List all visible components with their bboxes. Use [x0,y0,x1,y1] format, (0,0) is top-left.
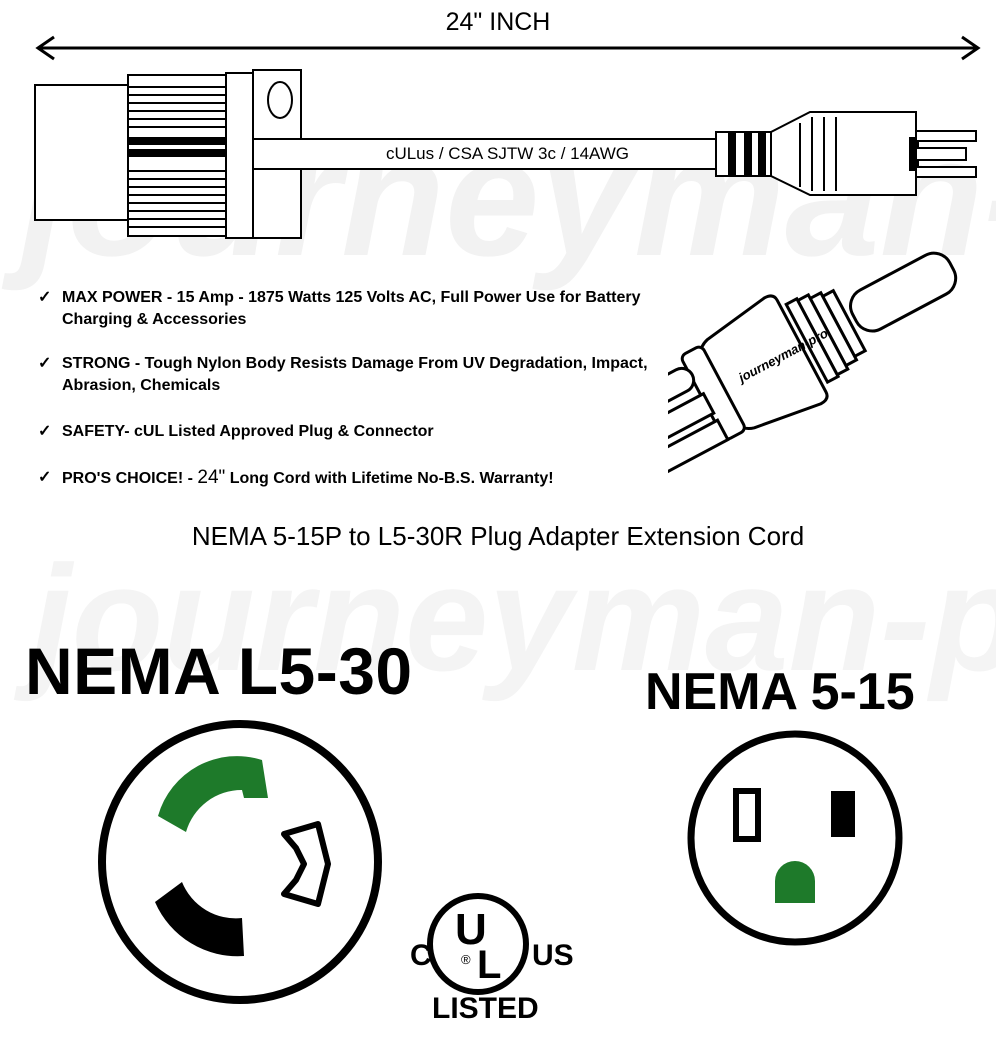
neutral-slot [733,788,761,842]
check-icon: ✓ [38,469,52,486]
feature-text: STRONG - Tough Nylon Body Resists Damage… [62,355,648,394]
ul-l-letter: L [477,943,501,987]
plug-ground-pin [668,366,696,425]
feature-safety: ✓ SAFETY- cUL Listed Approved Plug & Con… [38,421,698,443]
feature-strong: ✓ STRONG - Tough Nylon Body Resists Dama… [38,353,698,397]
receptacle-outline [687,730,903,946]
product-caption: NEMA 5-15P to L5-30R Plug Adapter Extens… [191,521,805,551]
plug-cable [849,251,958,333]
check-icon: ✓ [38,423,52,440]
hot-slot [281,821,331,907]
cord-spec-label: cULus / CSA SJTW 3c / 14AWG [385,144,630,163]
cord-length-label: 24" INCH [445,8,551,36]
ul-registered-mark: ® [461,952,471,967]
hot-slot [831,791,855,837]
plug-prong-bottom [915,166,977,178]
dimension-arrow [35,35,981,61]
plug-blade-1 [668,391,716,456]
plug-prong-ground [915,147,967,161]
cord-drawing [34,69,977,239]
check-icon: ✓ [38,289,52,306]
connector-collar [225,72,254,239]
ul-c-letter: C [410,939,432,972]
nema-5-15-title: NEMA 5-15 [645,663,915,721]
check-icon: ✓ [38,355,52,372]
plug-illustration: journeyman-pro [668,251,958,482]
feature-prefix: PRO'S CHOICE! - [62,470,198,487]
nema-l5-30-receptacle [98,720,382,1004]
plug-ribs [784,288,868,385]
ground-slot [775,861,815,903]
nema-5-15-receptacle [687,730,903,946]
feature-text: SAFETY- cUL Listed Approved Plug & Conne… [62,423,434,440]
ul-u-letter: U [455,905,487,954]
ul-us-letters: US [532,939,574,972]
connector-face [34,84,129,221]
clip-hole [267,81,293,119]
feature-text: PRO'S CHOICE! - 24" Long Cord with Lifet… [62,467,698,490]
ul-listed-text: LISTED [432,992,539,1025]
feature-suffix: Long Cord with Lifetime No-B.S. Warranty… [225,470,554,487]
plug-body [770,111,917,196]
ul-circle [427,893,529,995]
feature-text: MAX POWER - 15 Amp - 1875 Watts 125 Volt… [62,289,641,328]
cul-listed-mark: C U L ® US LISTED [410,893,574,1025]
feature-max-power: ✓ MAX POWER - 15 Amp - 1875 Watts 125 Vo… [38,287,698,331]
plug-prong-top [915,130,977,142]
neutral-slot [155,882,244,957]
nema-l5-30-title: NEMA L5-30 [25,634,413,708]
watermark-text-2: journeyman-pro [13,534,996,702]
feature-duration: 24" [197,467,226,488]
ground-slot [158,756,268,832]
connector-grip [127,74,227,237]
feature-pros-choice: ✓ PRO'S CHOICE! - 24" Long Cord with Lif… [38,467,698,490]
plug-blade-2 [668,418,730,482]
